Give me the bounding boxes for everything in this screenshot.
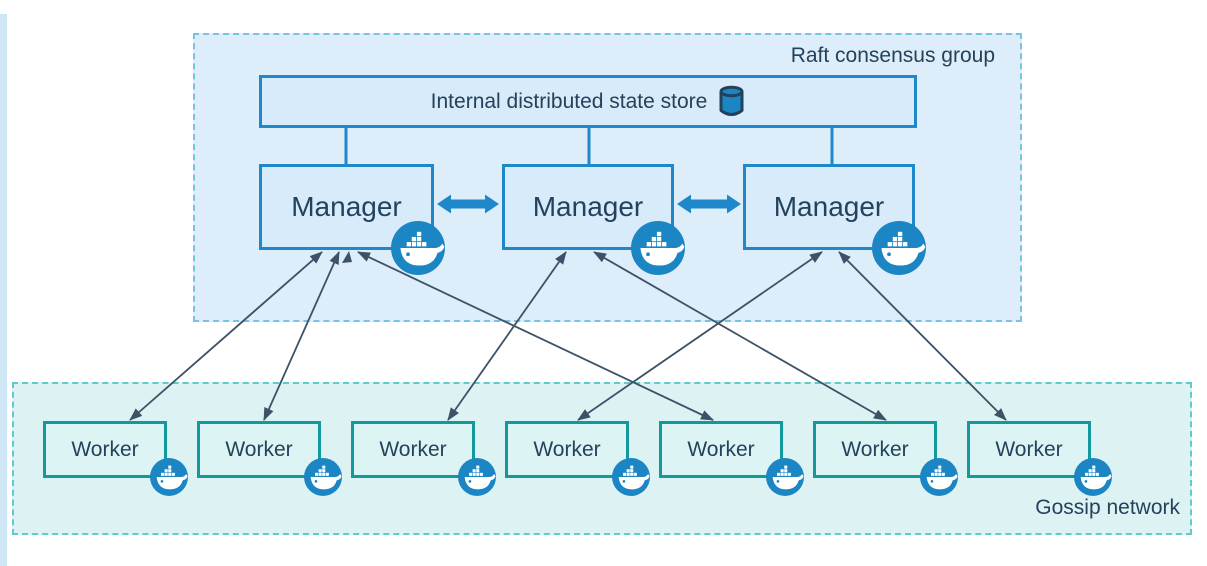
worker-5-box: Worker [659,421,783,478]
manager-2-label: Manager [532,191,644,222]
worker-4-box: Worker [505,421,629,478]
worker-6-box: Worker [813,421,937,478]
gossip-network-label: Gossip network [1035,496,1180,519]
window-edge-strip [0,14,7,566]
worker-1-box: Worker [43,421,167,478]
worker-3-label: Worker [379,437,447,461]
worker-7-label: Worker [995,437,1063,461]
manager-1-box: Manager [259,164,434,250]
manager-1-label: Manager [291,191,402,222]
worker-7-box: Worker [967,421,1091,478]
worker-5-label: Worker [687,437,755,461]
state-store-label: Internal distributed state store [430,89,708,113]
raft-consensus-group-label: Raft consensus group [790,44,995,67]
state-store-box: Internal distributed state store [259,75,917,128]
manager-3-label: Manager [773,191,885,222]
worker-4-label: Worker [533,437,601,461]
worker-1-label: Worker [71,437,139,461]
worker-3-box: Worker [351,421,475,478]
worker-6-label: Worker [841,437,909,461]
database-cylinder-icon [719,85,744,116]
manager-3-box: Manager [743,164,915,250]
worker-2-label: Worker [225,437,293,461]
manager-2-box: Manager [502,164,674,250]
worker-2-box: Worker [197,421,321,478]
